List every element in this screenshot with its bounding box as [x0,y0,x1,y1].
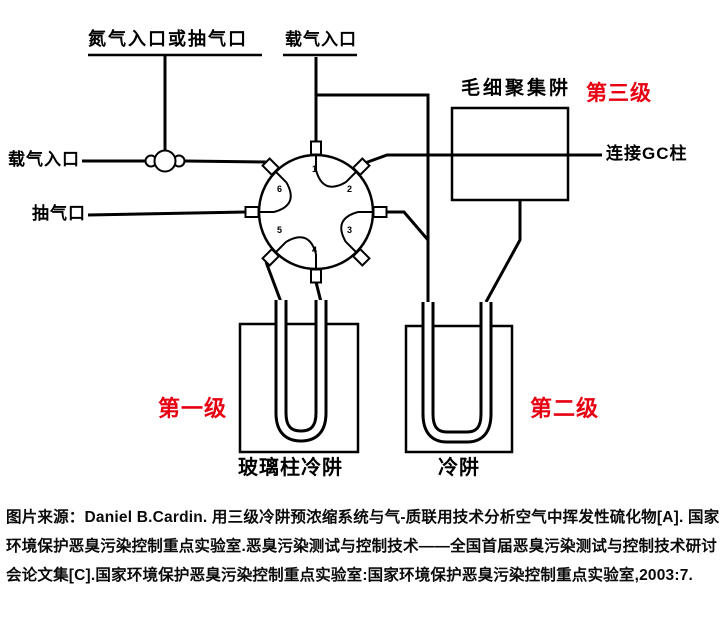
stage1-u-tube [274,300,328,443]
label-gc-column: 连接GC柱 [606,144,688,163]
valve-port-number: 4 [312,245,318,255]
rotary-valve-stubs [259,155,373,269]
stage1-label: 第一级 [158,396,228,421]
rotary-valve-fittings [244,140,388,284]
rotary-valve-channels [273,169,359,255]
shutoff-valve [144,149,186,173]
stage2-label: 第二级 [530,396,600,421]
shutoff-valve-body [153,149,177,173]
valve-port-number: 1 [312,164,318,174]
label-carrier-left: 载气入口 [8,150,80,169]
valve-port-number: 2 [347,184,353,194]
line-valve-to-rotor [184,159,267,164]
line-to-stage1-left-tube [264,261,283,303]
valve-port-number: 6 [277,184,283,194]
line-to-stage1-right-tube [314,281,323,303]
stage3-label: 第三级 [586,82,652,105]
diagram-canvas [82,53,602,454]
line-right-port [386,210,430,241]
label-n2-inlet: 氮气入口或抽气口 [88,29,248,49]
valve-port-number: 3 [347,225,353,235]
valve-port-number: 5 [277,225,283,235]
connection-lines [82,53,602,303]
line-stage2-to-capillary [484,200,522,303]
line-to-gc-column [364,153,602,165]
stage2-u-tube [421,302,493,444]
label-capillary-trap: 毛细聚集阱 [461,78,572,99]
label-carrier-top: 载气入口 [285,30,357,49]
line-pump-port [87,210,247,217]
label-cold-trap: 冷阱 [438,457,480,479]
label-pump-port: 抽气口 [32,204,86,223]
caption: 图片来源：Daniel B.Cardin. 用三级冷阱预浓缩系统与气-质联用技术… [6,509,720,584]
line-to-stage2-trap [316,93,430,302]
rotary-valve [244,140,388,284]
label-glass-trap: 玻璃柱冷阱 [238,457,343,479]
